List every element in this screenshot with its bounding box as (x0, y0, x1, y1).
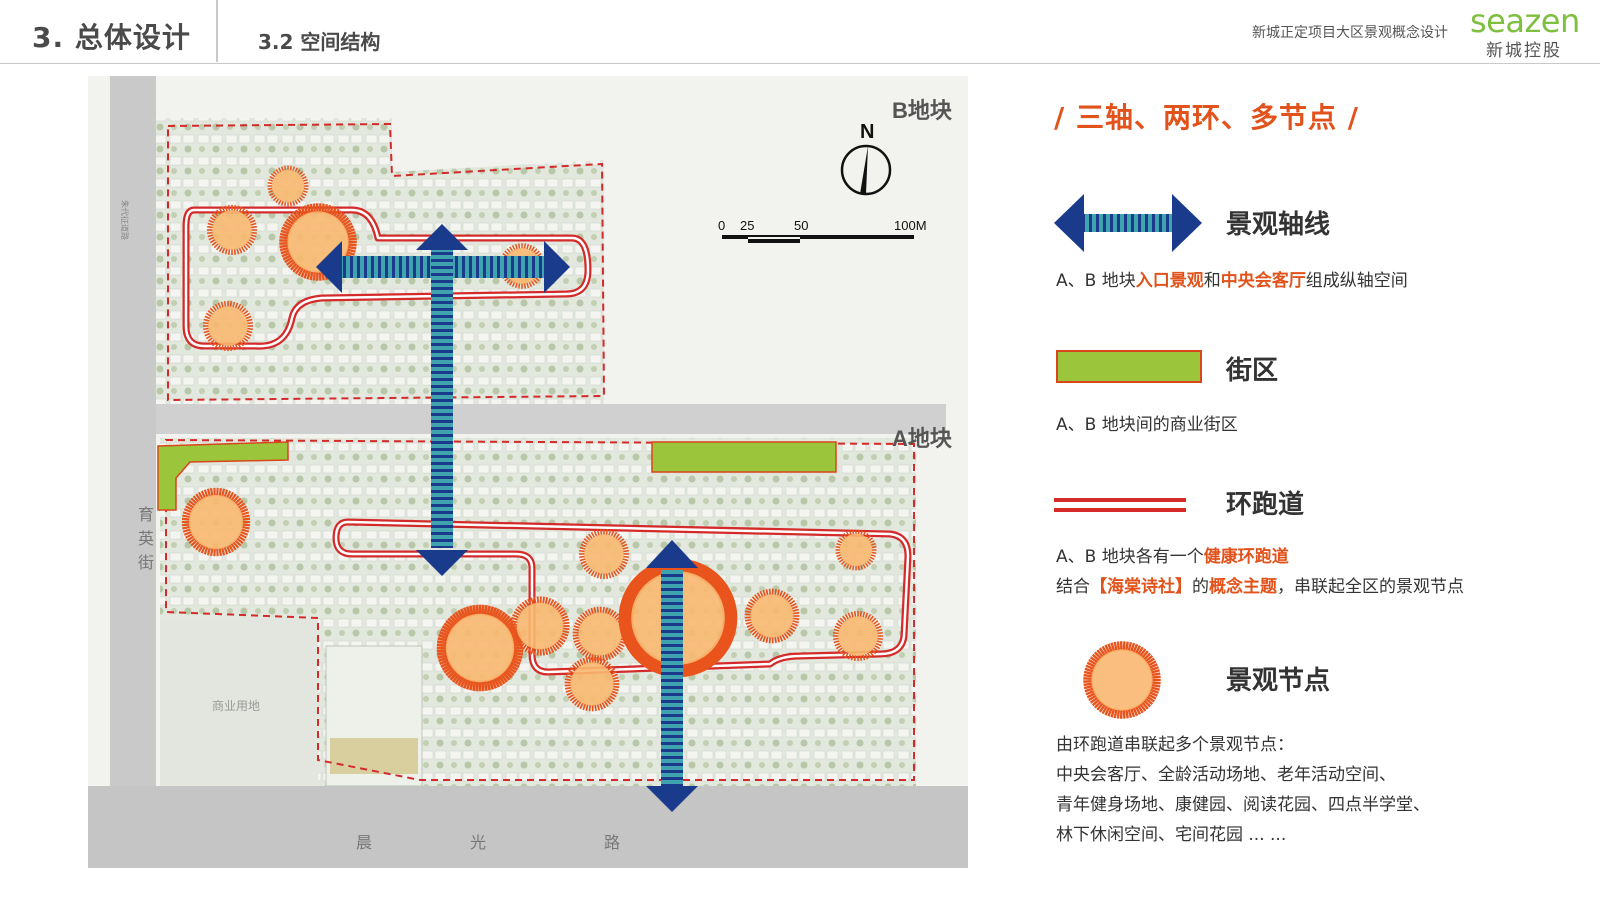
track-description-line-1: A、B 地块各有一个健康环跑道 (1056, 547, 1289, 567)
legend-node-sunburst (1083, 641, 1161, 719)
axis-vertical-main (416, 224, 468, 576)
site-plan-map: N 0 25 50 100M B地块 A地块 育 英 街 晨 光 路 朱代征道路… (88, 76, 968, 868)
landscape-node (618, 558, 738, 678)
street-west-char-3: 街 (138, 553, 154, 572)
project-name: 新城正定项目大区景观概念设计 (1252, 25, 1448, 41)
street-block-east (651, 441, 837, 473)
street-west-char-1: 育 (138, 505, 154, 524)
street-south-char-3: 路 (604, 833, 620, 852)
node-description-line-4: 林下休闲空间、宅间花园 ... ... (1056, 825, 1287, 845)
axis-description: A、B 地块入口景观和中央会客厅组成纵轴空间 (1056, 271, 1408, 291)
track-description-line-2: 结合【海棠诗社】的概念主题，串联起全区的景观节点 (1056, 577, 1464, 597)
landscape-node (835, 529, 877, 571)
landscape-node (267, 165, 309, 207)
subsection-title: 3.2 空间结构 (258, 30, 381, 54)
street-west-char-2: 英 (138, 529, 154, 548)
street-block-west (157, 441, 289, 511)
scale-label-100: 100M (894, 218, 927, 233)
middle-road (156, 404, 946, 434)
scale-label-0: 0 (718, 218, 725, 233)
axis-legend-label: 景观轴线 (1226, 210, 1331, 240)
axis-vertical-a (646, 540, 698, 812)
landscape-node (510, 596, 570, 656)
landscape-node (564, 656, 620, 712)
landscape-node (832, 610, 884, 662)
street-legend-swatch (1056, 350, 1202, 383)
section-title: 3. 总体设计 (32, 21, 191, 54)
north-arrow-icon: N (840, 121, 892, 196)
panel-title: / 三轴、两环、多节点 / (1054, 101, 1359, 134)
scale-bar: 0 25 50 100M (718, 218, 927, 243)
running-track-a (332, 518, 912, 676)
west-road-label: 朱代征道路 (120, 200, 130, 240)
block-b-boundary (167, 122, 606, 402)
track-legend-icon (1054, 498, 1186, 512)
landscape-node (206, 204, 258, 256)
west-road (110, 76, 156, 796)
landscape-node (202, 300, 254, 352)
landscape-node (436, 604, 524, 692)
south-road (88, 786, 968, 868)
seazen-logo: seazen (1470, 2, 1580, 40)
landscape-node (578, 528, 630, 580)
node-description-line-3: 青年健身场地、康健园、阅读花园、四点半学堂、 (1056, 795, 1430, 815)
landscape-node (744, 588, 800, 644)
street-south-char-1: 晨 (356, 833, 372, 852)
node-legend-icon (1083, 641, 1161, 719)
node-description-line-1: 由环跑道串联起多个景观节点： (1056, 735, 1294, 755)
north-label: N (860, 121, 874, 143)
block-a-label: A地块 (892, 426, 953, 451)
block-a-boundary (165, 438, 915, 781)
commercial-land-label: 商业用地 (212, 698, 260, 713)
scale-label-25: 25 (740, 218, 754, 233)
scale-label-50: 50 (794, 218, 808, 233)
running-track-b (182, 206, 592, 350)
street-south-char-2: 光 (470, 833, 486, 852)
seazen-logo-cn: 新城控股 (1486, 41, 1562, 61)
node-legend-label: 景观节点 (1226, 666, 1331, 696)
court-area (330, 738, 418, 774)
street-description: A、B 地块间的商业街区 (1056, 415, 1238, 435)
header-divider (216, 0, 218, 62)
commercial-land-area (160, 618, 318, 786)
header-bar: 3. 总体设计 3.2 空间结构 新城正定项目大区景观概念设计 seazen 新… (0, 0, 1600, 64)
block-b-label: B地块 (892, 98, 953, 123)
landscape-node (181, 487, 251, 557)
street-legend-label: 街区 (1226, 356, 1279, 386)
node-description-line-2: 中央会客厅、全龄活动场地、老年活动空间、 (1056, 765, 1396, 785)
track-legend-label: 环跑道 (1226, 490, 1305, 520)
axis-legend-icon (1054, 194, 1202, 252)
